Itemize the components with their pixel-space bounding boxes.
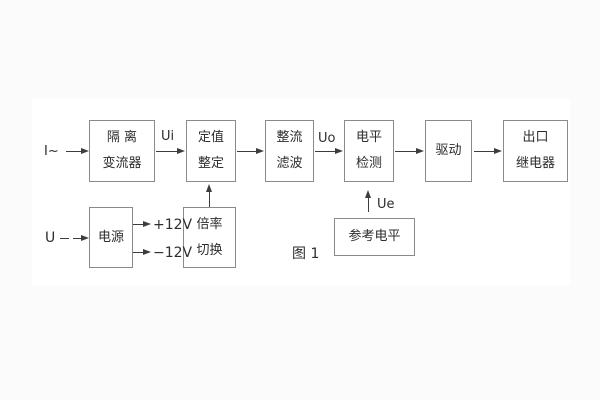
block-text: 出口 xyxy=(522,130,549,145)
block-power-supply: 电源 xyxy=(89,207,133,268)
block-text: 定值 xyxy=(197,130,224,145)
figure-caption: 图 1 xyxy=(292,246,320,262)
label-input-voltage: U xyxy=(45,230,56,246)
block-level-detection: 电平 检测 xyxy=(344,120,394,182)
block-text: 检测 xyxy=(355,156,382,171)
label-signal-ui: Ui xyxy=(161,129,175,144)
label-rail-minus-12v: −12V xyxy=(153,245,193,261)
block-text: 倍率 xyxy=(196,216,223,232)
block-text: 切换 xyxy=(196,242,223,258)
block-reference-level: 参考电平 xyxy=(334,218,415,256)
block-setting-adjustment: 定值 整定 xyxy=(186,120,236,182)
block-text: 整流 xyxy=(276,130,303,145)
block-text: 隔 离 xyxy=(106,130,138,145)
block-text: 电平 xyxy=(355,130,382,145)
block-driver: 驱动 xyxy=(425,120,472,182)
block-output-relay: 出口 继电器 xyxy=(503,120,568,182)
block-rectifier-filter: 整流 滤波 xyxy=(265,120,314,182)
label-signal-uo: Uo xyxy=(318,131,336,146)
block-text: 电源 xyxy=(97,229,124,245)
block-text: 继电器 xyxy=(515,156,555,171)
block-text: 驱动 xyxy=(435,143,462,158)
block-text: 变流器 xyxy=(102,156,142,171)
label-input-current: I~ xyxy=(44,144,59,159)
block-isolation-transformer: 隔 离 变流器 xyxy=(89,120,155,182)
label-rail-plus-12v: +12V xyxy=(153,217,193,233)
block-text: 整定 xyxy=(197,156,224,171)
label-signal-ue: Ue xyxy=(377,197,395,212)
block-text: 滤波 xyxy=(276,156,303,171)
block-text: 参考电平 xyxy=(348,229,401,244)
block-ratio-switch: 倍率 切换 xyxy=(183,207,236,268)
